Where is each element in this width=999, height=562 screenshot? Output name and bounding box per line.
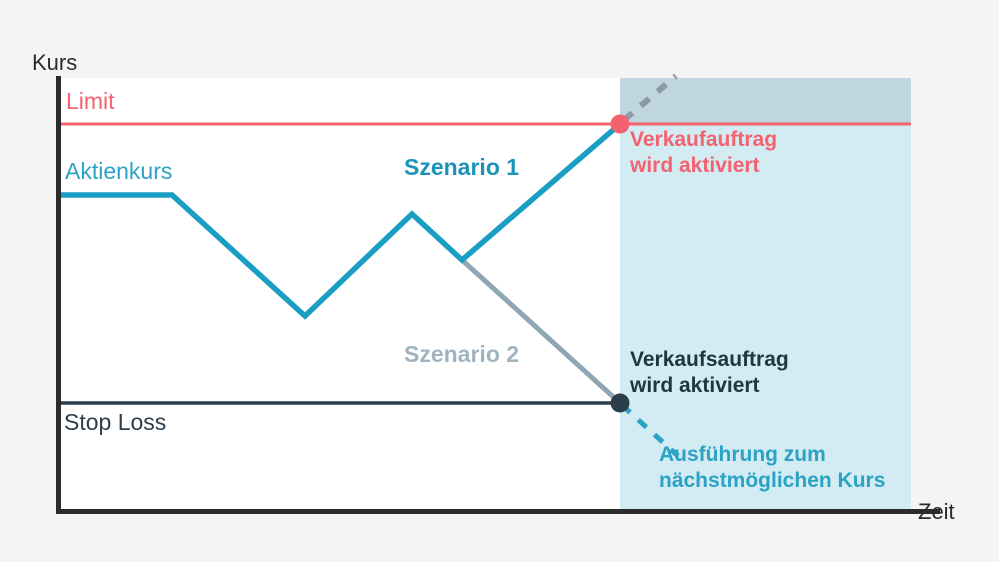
stock-price-line [57, 120, 624, 320]
stop-loss-trigger-marker [610, 393, 630, 413]
scenario-2-label: Szenario 2 [404, 341, 520, 367]
stop-loss-trigger-annotation-line2: wird aktiviert [630, 374, 760, 397]
x-axis-label: Zeit [918, 499, 955, 524]
execution-annotation-line1: Ausführung zum [659, 443, 826, 466]
scenario-2-line [459, 257, 623, 406]
y-axis-label: Kurs [32, 50, 78, 75]
limit-label: Limit [66, 88, 115, 114]
scenario-1-label: Szenario 1 [404, 154, 520, 180]
stop-loss-label: Stop Loss [64, 409, 167, 435]
stop-loss-trigger-annotation-line1: Verkaufsauftrag [630, 348, 789, 371]
shaded-region-lower [620, 124, 911, 512]
limit-trigger-annotation-line2: wird aktiviert [630, 154, 760, 177]
stock-price-label: Aktienkurs [65, 158, 173, 184]
limit-trigger-marker [610, 114, 630, 134]
limit-trigger-annotation-line1: Verkaufauftrag [630, 128, 778, 151]
shaded-region-upper [620, 78, 911, 124]
execution-annotation-line2: nächstmöglichen Kurs [659, 469, 886, 492]
